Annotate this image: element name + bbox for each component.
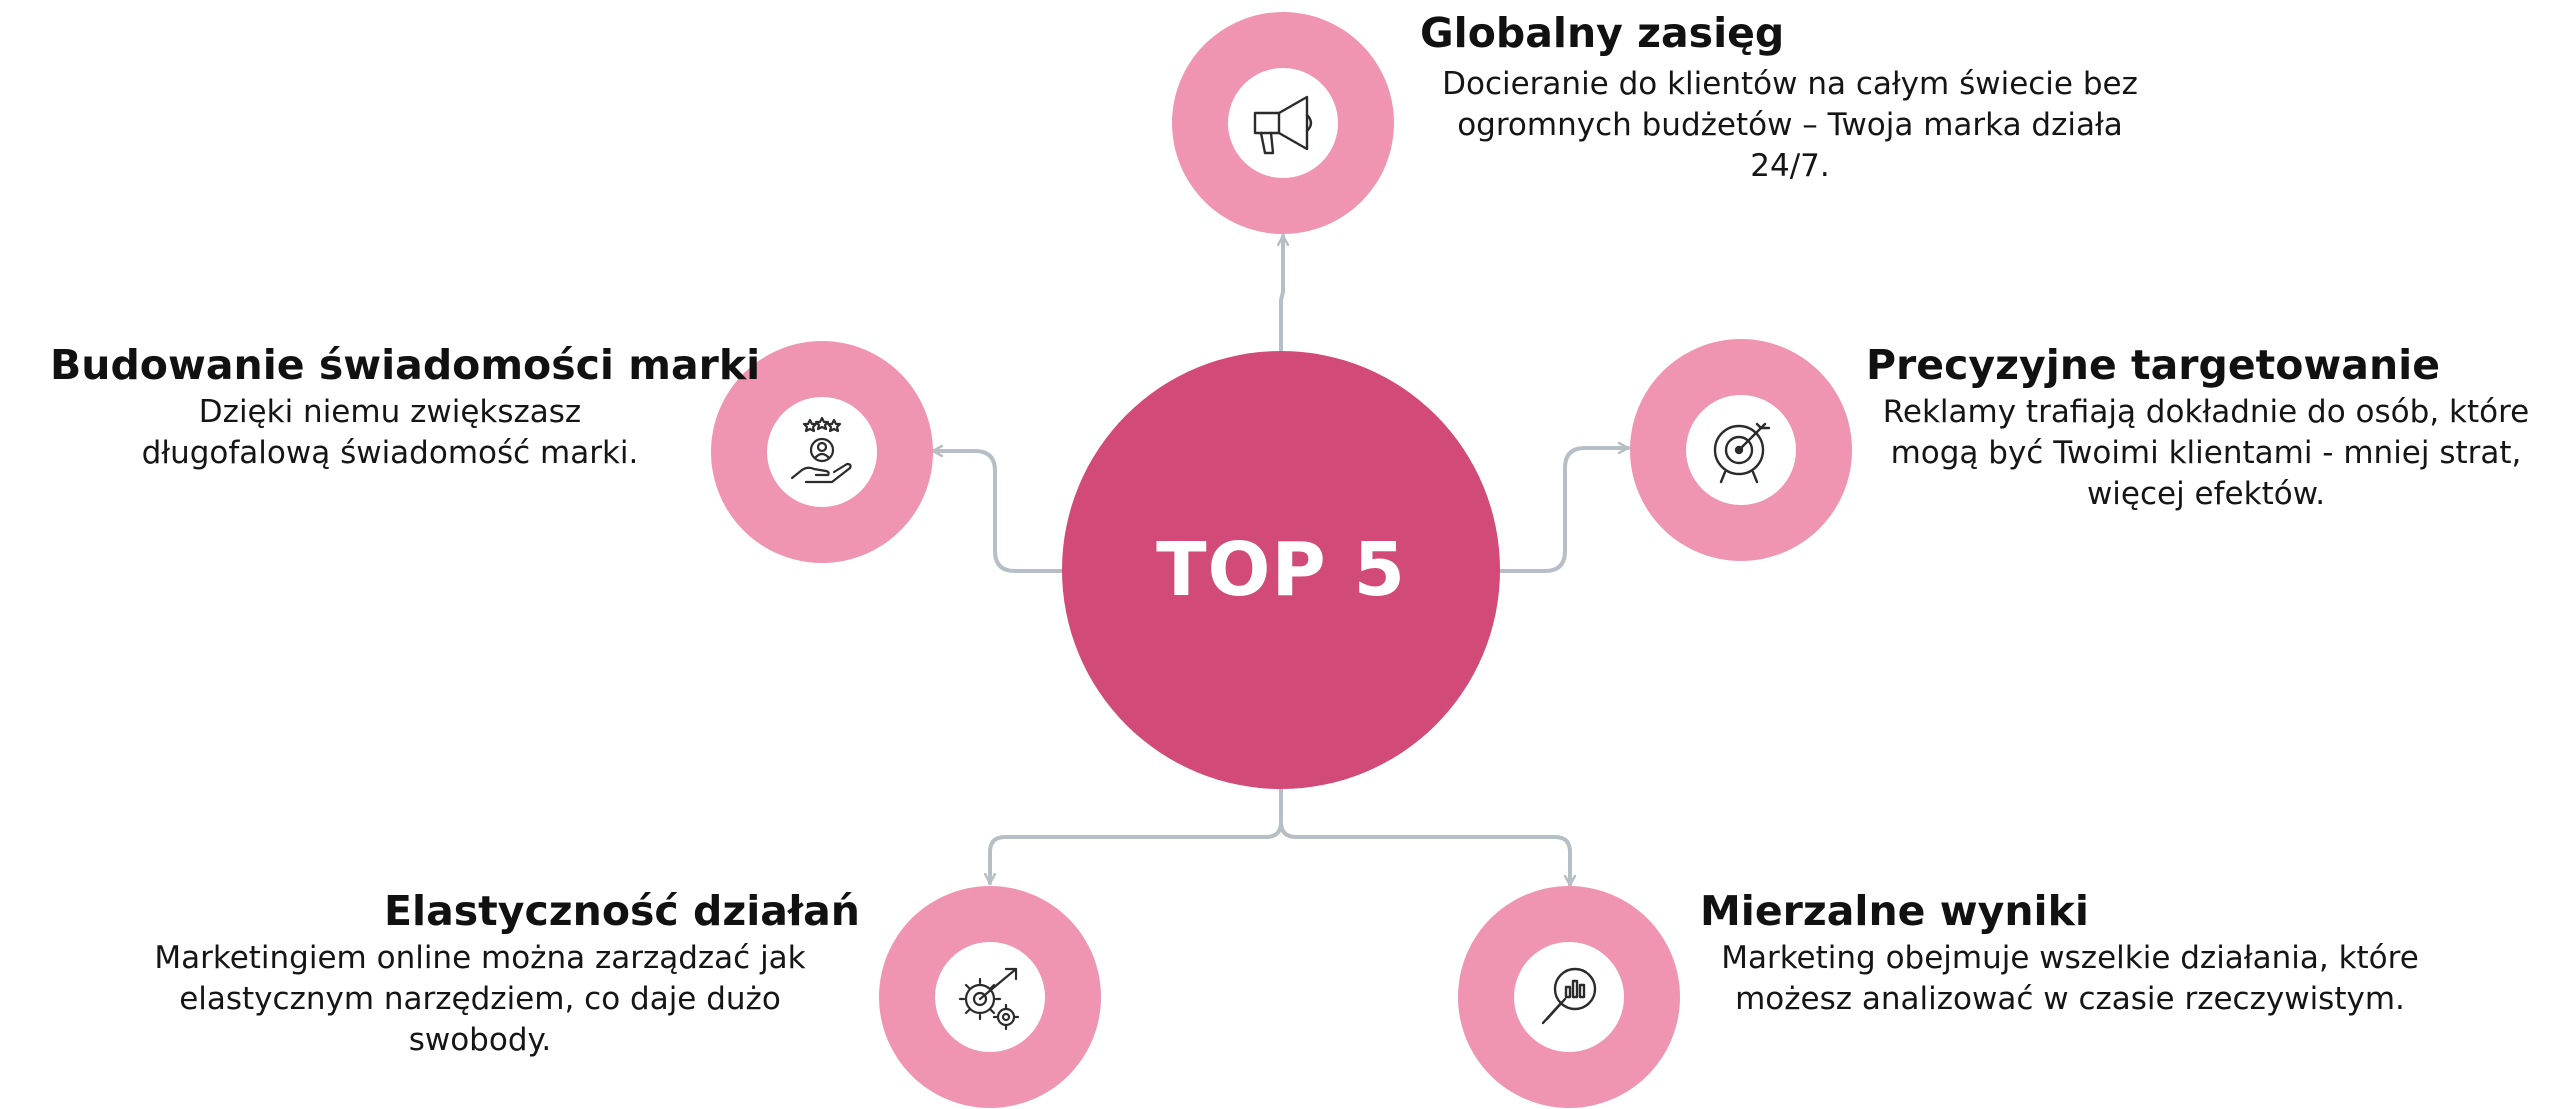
node-precyzyjne-targetowanie — [1630, 339, 1852, 561]
title-precyzyjne-targetowanie: Precyzyjne targetowanie — [1866, 341, 2441, 389]
connector-bottom-right — [1279, 787, 1570, 887]
title-mierzalne-wyniki: Mierzalne wyniki — [1700, 887, 2089, 935]
desc-elastycznosc-dzialan: Marketingiem online można zarządzać jak … — [154, 940, 806, 1058]
node-globalny-zasieg — [1172, 12, 1394, 234]
connector-bottom-left — [990, 787, 1283, 885]
connector-right — [1498, 448, 1630, 573]
desc-precyzyjne-targetowanie: Reklamy trafiają dokładnie do osób, któr… — [1882, 394, 2530, 512]
node-budowanie-swiadomosci — [711, 341, 933, 563]
center-circle: TOP 5 — [1062, 351, 1500, 789]
desc-mierzalne-wyniki: Marketing obejmuje wszelkie działania, k… — [1721, 940, 2419, 1017]
desc-globalny-zasieg: Docieranie do klientów na całym świecie … — [1442, 66, 2138, 184]
magnifier-chart-icon — [1541, 967, 1597, 1025]
node-mierzalne-wyniki — [1458, 886, 1680, 1108]
text-mierzalne-wyniki: Mierzalne wyniki Marketing obejmuje wsze… — [1700, 886, 2440, 1020]
text-elastycznosc-dzialan: Elastyczność działań Marketingiem online… — [150, 886, 860, 1061]
connector-left — [931, 451, 1064, 573]
target-icon — [1713, 422, 1771, 484]
text-globalny-zasieg: Globalny zasięg Docieranie do klientów n… — [1420, 8, 2160, 187]
center-label: TOP 5 — [1156, 527, 1406, 613]
title-globalny-zasieg: Globalny zasięg — [1420, 9, 1785, 57]
text-precyzyjne-targetowanie: Precyzyjne targetowanie Reklamy trafiają… — [1866, 340, 2546, 515]
title-budowanie-swiadomosci: Budowanie świadomości marki — [50, 341, 761, 389]
node-elastycznosc-dzialan — [879, 886, 1101, 1108]
title-elastycznosc-dzialan: Elastyczność działań — [384, 887, 860, 935]
hand-person-stars-icon — [790, 416, 852, 484]
text-budowanie-swiadomosci: Budowanie świadomości marki Dzięki niemu… — [50, 340, 761, 474]
connector-top — [1281, 234, 1283, 353]
megaphone-icon — [1253, 95, 1313, 155]
desc-budowanie-swiadomosci: Dzięki niemu zwiększasz długofalową świa… — [141, 394, 639, 471]
gears-arrow-icon — [958, 967, 1020, 1031]
